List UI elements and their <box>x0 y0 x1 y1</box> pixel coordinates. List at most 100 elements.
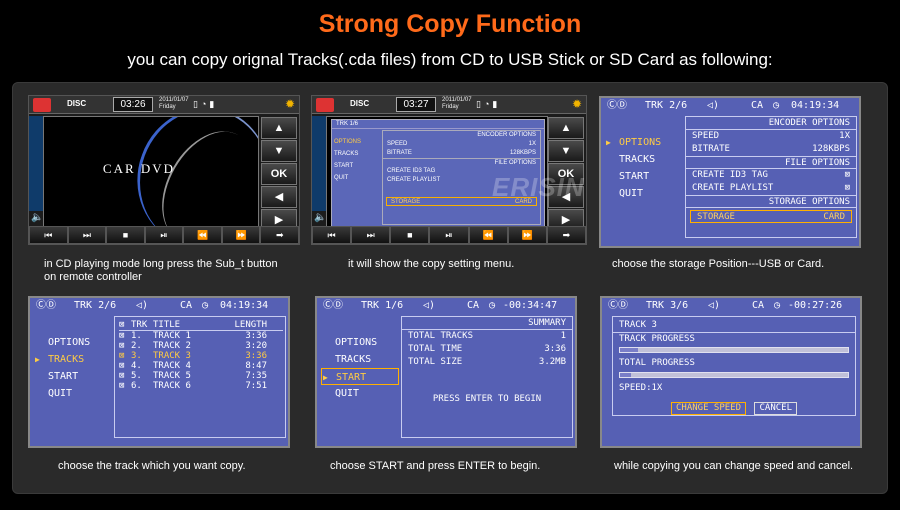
fast-forward-button[interactable]: ⏩ <box>507 226 547 244</box>
down-arrow-button[interactable]: ▼ <box>261 140 297 162</box>
menu-item-quit[interactable]: QUIT <box>334 175 349 181</box>
storage-header: STORAGE OPTIONS <box>686 195 856 208</box>
up-arrow-button[interactable]: ▲ <box>548 117 584 139</box>
screen-header: ⒸⒹ TRK 2/6 ◁) CA ◷ 04:19:34 <box>30 298 288 313</box>
home-icon[interactable] <box>316 98 334 112</box>
screen-header: ⒸⒹ TRK 3/6 ◁) CA ◷ -00:27:26 <box>602 298 860 313</box>
id3-row[interactable]: CREATE ID3 TAG <box>387 168 436 174</box>
gear-icon[interactable]: ✹ <box>284 97 295 111</box>
menu-item-tracks[interactable]: TRACKS <box>334 151 359 157</box>
track-number: 3. <box>131 351 142 361</box>
change-speed-button[interactable]: CHANGE SPEED <box>671 402 747 415</box>
rewind-button[interactable]: ⏪ <box>468 226 508 244</box>
next-track-button[interactable]: ⏭ <box>67 226 107 244</box>
volume-icon[interactable]: 🔈 <box>31 212 44 223</box>
transport-buttons: ⏮⏭■⏯⏪⏩➡ <box>312 226 586 244</box>
screen-header: ⒸⒹ TRK 1/6 ◁) CA ◷ -00:34:47 <box>317 298 575 313</box>
menu-item-tracks[interactable]: TRACKS <box>335 354 372 365</box>
cd-icon: ⒸⒹ <box>607 100 627 111</box>
checkbox-icon[interactable]: ⊠ <box>119 361 125 371</box>
side-menu: OPTIONS TRACKS START QUIT <box>34 334 112 402</box>
left-arrow-button[interactable]: ◀ <box>261 186 297 208</box>
checkbox-icon[interactable]: ⊠ <box>119 341 125 351</box>
menu-item-options[interactable]: OPTIONS <box>334 139 362 145</box>
ca-icon: CA <box>752 300 765 311</box>
video-display[interactable]: CAR DVD <box>43 116 259 232</box>
playlist-row[interactable]: CREATE PLAYLIST⊠ <box>692 183 850 193</box>
encoder-header: ENCODER OPTIONS <box>477 132 536 138</box>
fast-forward-button[interactable]: ⏩ <box>221 226 261 244</box>
play-pause-button[interactable]: ⏯ <box>144 226 184 244</box>
caption-step-1: in CD playing mode long press the Sub_t … <box>44 258 278 283</box>
menu-item-tracks[interactable]: TRACKS <box>34 351 112 368</box>
home-icon[interactable] <box>33 98 51 112</box>
playlist-row[interactable]: CREATE PLAYLIST <box>387 177 441 183</box>
menu-item-start[interactable]: START <box>334 163 354 169</box>
ok-button[interactable]: OK <box>548 163 584 185</box>
menu-item-quit[interactable]: QUIT <box>619 188 644 199</box>
ok-button[interactable]: OK <box>261 163 297 185</box>
volume-icon[interactable]: 🔈 <box>314 212 327 223</box>
encoder-header: ENCODER OPTIONS <box>686 117 856 130</box>
previous-track-button[interactable]: ⏮ <box>312 226 352 244</box>
return-button[interactable]: ➡ <box>546 226 586 244</box>
checkbox-icon[interactable]: ⊠ <box>119 331 125 341</box>
up-arrow-button[interactable]: ▲ <box>261 117 297 139</box>
menu-item-options[interactable]: OPTIONS <box>335 337 378 348</box>
menu-item-options[interactable]: OPTIONS <box>48 337 91 348</box>
copy-progress-screen: ⒸⒹ TRK 3/6 ◁) CA ◷ -00:27:26 TRACK 3 TRA… <box>600 296 862 448</box>
cancel-button[interactable]: CANCEL <box>754 402 797 415</box>
track-length: 3:36 <box>245 351 267 361</box>
clock: 03:27 <box>396 97 436 112</box>
press-enter-prompt: PRESS ENTER TO BEGIN <box>432 394 542 404</box>
checkbox-icon[interactable]: ⊠ <box>119 371 125 381</box>
page-title: Strong Copy Function <box>318 10 582 38</box>
menu-item-options[interactable]: OPTIONS <box>605 134 683 151</box>
play-pause-button[interactable]: ⏯ <box>429 226 469 244</box>
checkbox-icon[interactable]: ⊠ <box>119 351 125 361</box>
menu-item-quit[interactable]: QUIT <box>335 388 360 399</box>
down-arrow-button[interactable]: ▼ <box>548 140 584 162</box>
caption-step-5: choose START and press ENTER to begin. <box>330 460 541 472</box>
gear-icon[interactable]: ✹ <box>571 97 582 111</box>
side-buttons: ▲▼OK◀▶ <box>546 116 586 232</box>
left-arrow-button[interactable]: ◀ <box>548 186 584 208</box>
menu-item-quit[interactable]: QUIT <box>48 388 73 399</box>
checkbox-icon[interactable]: ⊠ <box>119 381 125 391</box>
clock-icon: ◷ <box>774 300 781 311</box>
menu-item-tracks[interactable]: TRACKS <box>619 154 656 165</box>
previous-track-button[interactable]: ⏮ <box>29 226 68 244</box>
menu-item-start[interactable]: START <box>48 371 79 382</box>
next-track-button[interactable]: ⏭ <box>351 226 391 244</box>
track-length: 3:36 <box>245 331 267 341</box>
return-button[interactable]: ➡ <box>260 226 300 244</box>
id3-row[interactable]: CREATE ID3 TAG⊠ <box>692 170 850 180</box>
track-title: TRACK 5 <box>153 371 191 381</box>
rewind-button[interactable]: ⏪ <box>183 226 222 244</box>
cd-icon: ⒸⒹ <box>608 300 628 311</box>
stop-button[interactable]: ■ <box>106 226 145 244</box>
track-number: 2. <box>131 341 142 351</box>
caption-step-4: choose the track which you want copy. <box>58 460 246 472</box>
menu-item-start[interactable]: START <box>619 171 650 182</box>
select-all-checkbox-icon[interactable]: ⊠ <box>119 320 125 330</box>
menu-item-start[interactable]: START <box>321 368 399 386</box>
checkbox-icon: ⊠ <box>844 183 850 193</box>
stop-button[interactable]: ■ <box>390 226 430 244</box>
status-icons: ▯◔▮ <box>193 99 218 109</box>
